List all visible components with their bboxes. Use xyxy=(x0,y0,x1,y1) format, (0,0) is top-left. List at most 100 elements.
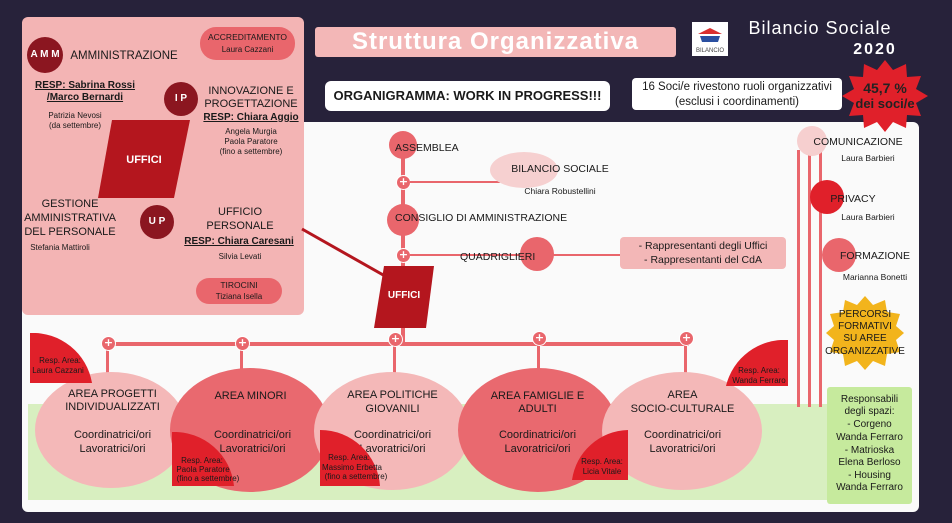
assemblea-node xyxy=(389,131,417,159)
formazione-node xyxy=(822,238,856,272)
ip-staff2: Paola Paratore xyxy=(224,137,278,146)
amm-staff2: (da settembre) xyxy=(48,121,102,130)
plus-area-3[interactable]: + xyxy=(388,332,403,347)
area-5-title2: SOCIO-CULTURALE xyxy=(630,403,735,415)
side-rail-3 xyxy=(819,150,822,407)
amministrazione-title: AMMINISTRAZIONE xyxy=(70,50,178,62)
bus-drop-5 xyxy=(684,342,687,382)
amm-resp2: /Marco Bernardi xyxy=(46,92,124,103)
percorsi-l4: ORGANIZZATIVE xyxy=(825,346,905,357)
area-4-coord: Coordinatrici/ori xyxy=(498,429,577,441)
area-3-title1: AREA POLITICHE xyxy=(347,389,438,401)
area-oval-5 xyxy=(602,372,762,490)
up-title1: UFFICIO xyxy=(218,206,262,218)
percorsi-l1: PERCORSI xyxy=(838,309,892,320)
gestione-name: Stefania Mattiroli xyxy=(30,243,90,252)
quadriglieri-connector xyxy=(410,254,620,256)
bus-drop-4 xyxy=(537,342,540,382)
uffici-label-center: UFFICI xyxy=(387,290,421,301)
resp-area-1-l1: Resp. Area: xyxy=(39,356,81,365)
resp-area-1-l2: Laura Cazzani xyxy=(32,366,84,375)
plus-node-2[interactable]: + xyxy=(396,248,411,263)
area-3-title2: GIOVANILI xyxy=(365,403,420,415)
bus-drop-1 xyxy=(106,342,109,382)
formazione-name: Marianna Bonetti xyxy=(842,272,908,282)
bilancio-connector xyxy=(410,181,500,183)
resp-area-5-l2: Licia Vitale xyxy=(582,467,622,476)
cda-label: CONSIGLIO DI AMMINISTRAZIONE xyxy=(395,212,568,224)
area-1-title1: AREA PROGETTI xyxy=(68,388,157,400)
gestione-l3: DEL PERSONALE xyxy=(24,226,116,238)
area-2-title1: AREA MINORI xyxy=(214,390,287,402)
resp-wedge-5 xyxy=(572,430,628,480)
up-badge xyxy=(140,205,174,239)
ip-title2: PROGETTAZIONE xyxy=(204,98,298,110)
badge-percent: 45,7 % xyxy=(863,80,907,96)
percorsi-badge xyxy=(826,296,904,370)
spazi-l1: Responsabili xyxy=(840,394,899,405)
governance-spine xyxy=(401,150,405,345)
up-resp: RESP: Chiara Caresani xyxy=(184,236,294,247)
gestione-l2: AMMINISTRATIVA xyxy=(24,212,116,224)
resp-area-2-l2: Wanda Ferraro xyxy=(732,376,786,385)
tirocini-name: Tiziana Isella xyxy=(215,292,263,301)
stats-line1: 16 Soci/e rivestono ruoli organizzativi xyxy=(642,81,832,93)
bilancio-logo: BILANCIO xyxy=(692,22,728,56)
amm-resp1: RESP: Sabrina Rossi xyxy=(34,80,136,91)
stats-line2: (esclusi i coordinamenti) xyxy=(675,96,799,108)
svg-text:BILANCIO: BILANCIO xyxy=(696,48,724,54)
bilancio-sociale-title: BILANCIO SOCIALE xyxy=(511,163,609,175)
bilancio-sociale-name: Chiara Robustellini xyxy=(524,186,596,196)
percorsi-l3: SU AREE xyxy=(843,333,887,344)
cda-node xyxy=(387,204,419,236)
spazi-l8: Wanda Ferraro xyxy=(836,482,903,493)
bus-drop-2 xyxy=(240,342,243,382)
spazi-l4: Wanda Ferraro xyxy=(836,432,903,443)
quadriglieri-label: QUADRIGLIERI xyxy=(460,251,536,263)
plus-area-2[interactable]: + xyxy=(235,336,250,351)
spazi-l7: - Housing xyxy=(848,470,891,481)
brand-year: 2020 xyxy=(853,41,897,58)
assemblea-label: ASSEMBLEA xyxy=(395,142,459,154)
privacy-title: PRIVACY xyxy=(830,193,876,205)
comunicazione-name: Laura Barbieri xyxy=(841,153,895,163)
area-1-coord: Coordinatrici/ori xyxy=(73,429,152,441)
area-4-title2: ADULTI xyxy=(518,403,557,415)
uffici-label-left: UFFICI xyxy=(126,154,162,166)
comunicazione-node xyxy=(797,126,827,156)
area-5-lav: Lavoratrici/ori xyxy=(649,443,716,455)
plus-area-5[interactable]: + xyxy=(679,331,694,346)
page-title-box xyxy=(315,27,676,57)
resp-wedge-3 xyxy=(172,432,234,486)
privacy-name: Laura Barbieri xyxy=(841,212,895,222)
amm-badge xyxy=(27,37,63,73)
badge-soci: dei soci/e xyxy=(855,96,915,111)
ip-title1: INNOVAZIONE E xyxy=(208,85,294,97)
bus-drop-3 xyxy=(393,342,396,382)
resp-area-3-l2: Paola Paratore xyxy=(176,465,230,474)
side-rail-2 xyxy=(808,150,811,407)
formazione-title: FORMAZIONE xyxy=(840,250,910,262)
resp-wedge-1 xyxy=(30,333,92,383)
area-oval-1 xyxy=(35,372,187,488)
resp-wedge-4 xyxy=(320,430,380,486)
uffici-shape-center xyxy=(374,266,434,328)
accreditamento-title: ACCREDITAMENTO xyxy=(207,32,288,42)
area-1-title2: INDIVIDUALIZZATI xyxy=(65,401,160,413)
quadriglieri-node xyxy=(520,237,554,271)
brand-title: Bilancio Sociale xyxy=(748,18,892,38)
resp-area-4-l3: (fino a settembre) xyxy=(324,472,388,481)
quadriglieri-note2: - Rappresentanti del CdA xyxy=(644,254,762,266)
area-4-lav: Lavoratrici/ori xyxy=(504,443,571,455)
area-2-lav: Lavoratrici/ori xyxy=(219,443,286,455)
plus-area-1[interactable]: + xyxy=(101,336,116,351)
plus-node-1[interactable]: + xyxy=(396,175,411,190)
area-5-title1: AREA xyxy=(667,389,698,401)
gestione-l1: GESTIONE xyxy=(41,198,99,210)
bilancio-sociale-node xyxy=(490,152,558,188)
privacy-node xyxy=(810,180,844,214)
plus-area-4[interactable]: + xyxy=(532,331,547,346)
area-4-title1: AREA FAMIGLIE E xyxy=(490,390,585,402)
spazi-l3: - Corgeno xyxy=(847,419,892,430)
up-staff: Silvia Levati xyxy=(218,252,262,261)
